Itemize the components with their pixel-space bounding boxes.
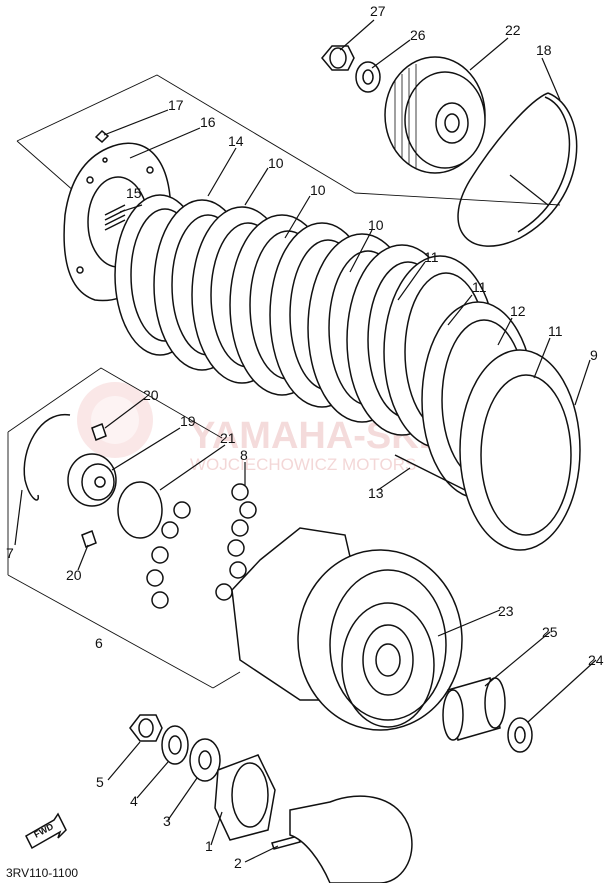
callout-20a: 20 xyxy=(143,387,159,403)
leader-lines xyxy=(14,19,597,863)
part-circlip-7 xyxy=(23,413,71,501)
part-key-2 xyxy=(271,835,301,850)
part-washer-4 xyxy=(161,725,189,765)
part-washer-24 xyxy=(507,717,533,753)
callout-17: 17 xyxy=(168,97,184,113)
part-sleeve-25 xyxy=(442,677,506,741)
part-drive-gear-1 xyxy=(214,754,276,841)
drawing-code: 3RV110-1100 xyxy=(6,866,78,880)
callout-19: 19 xyxy=(180,413,196,429)
callout-25: 25 xyxy=(542,624,558,640)
part-circlip-18 xyxy=(457,92,578,247)
callout-7: 7 xyxy=(6,545,14,561)
callout-4: 4 xyxy=(130,793,138,809)
callout-13: 13 xyxy=(368,485,384,501)
part-circlip-21 xyxy=(117,481,163,539)
upper-frame xyxy=(16,74,561,206)
part-push-rod-13 xyxy=(394,454,466,491)
part-nut-5 xyxy=(129,714,163,742)
part-crank-web xyxy=(289,795,413,883)
part-washer-26 xyxy=(355,61,381,93)
plate-stack xyxy=(114,194,581,551)
callout-27: 27 xyxy=(370,3,386,19)
part-clutch-housing-6 xyxy=(231,527,463,731)
part-nut-27 xyxy=(321,45,355,71)
callout-21: 21 xyxy=(220,430,236,446)
callout-22: 22 xyxy=(505,22,521,38)
callout-11a: 11 xyxy=(424,249,439,265)
part-gear-ring-23 xyxy=(341,602,435,728)
callout-23: 23 xyxy=(498,603,514,619)
part-bolt-17 xyxy=(94,129,110,144)
part-clutch-boss-22 xyxy=(384,56,486,174)
callout-10a: 10 xyxy=(268,155,284,171)
part-spring-15 xyxy=(104,204,126,231)
callout-26: 26 xyxy=(410,27,426,43)
watermark-subtitle: WOJCIECHOWICZ MOTORS xyxy=(190,455,416,474)
fwd-arrow-icon: FWD xyxy=(25,812,67,850)
callout-6: 6 xyxy=(95,635,103,651)
callout-labels: 27 26 22 18 17 16 14 15 10 10 10 11 11 1… xyxy=(6,3,604,871)
part-piece-20-upper xyxy=(91,423,107,441)
callout-10b: 10 xyxy=(310,182,326,198)
callout-5: 5 xyxy=(96,774,104,790)
callout-12: 12 xyxy=(510,303,526,319)
callout-9: 9 xyxy=(590,347,598,363)
callout-8: 8 xyxy=(240,447,248,463)
callout-18: 18 xyxy=(536,42,552,58)
lower-frame xyxy=(7,367,241,689)
callout-20b: 20 xyxy=(66,567,82,583)
part-piece-20-lower xyxy=(81,530,97,548)
part-push-lever-19 xyxy=(67,453,117,507)
callout-24: 24 xyxy=(588,652,604,668)
part-washer-3 xyxy=(189,738,221,782)
callout-11c: 11 xyxy=(548,323,563,339)
part-balls-8 xyxy=(146,483,257,609)
callout-11b: 11 xyxy=(472,279,487,295)
callout-3: 3 xyxy=(163,813,171,829)
callout-1: 1 xyxy=(205,838,213,854)
callout-2: 2 xyxy=(234,855,242,871)
callout-16: 16 xyxy=(200,114,216,130)
callout-10c: 10 xyxy=(368,217,384,233)
callout-15: 15 xyxy=(126,185,142,201)
callout-14: 14 xyxy=(228,133,244,149)
